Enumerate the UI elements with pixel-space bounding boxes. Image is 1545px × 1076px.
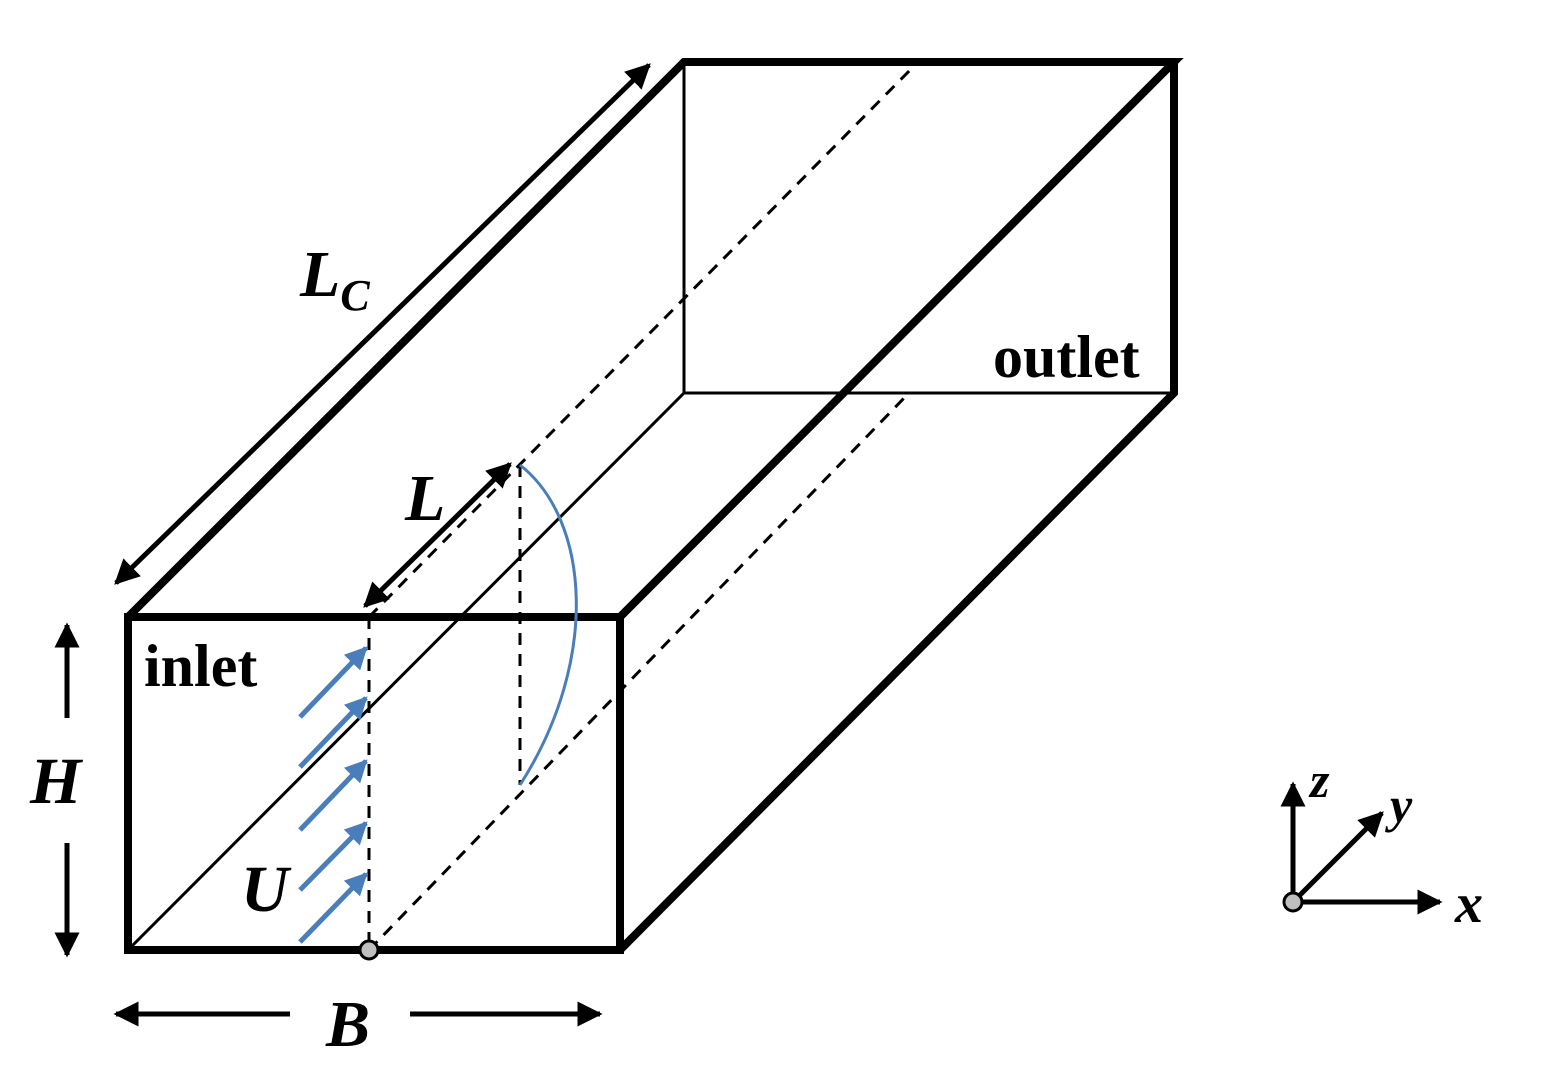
axes-origin-marker [1282, 891, 1304, 913]
inlet-label: inlet [144, 633, 257, 699]
coordinate-axes [1280, 781, 1443, 915]
box-thin-edges [126, 62, 1174, 952]
u-label: U [241, 853, 292, 926]
l-label: L [404, 462, 445, 535]
inflow-arrow [298, 646, 368, 719]
axis-z-label: z [1308, 752, 1330, 808]
l-dimension-arrow [363, 462, 512, 608]
b-label: B [325, 988, 370, 1061]
inflow-arrow [298, 821, 368, 892]
lc-dimension-arrow [114, 63, 651, 585]
right-face-edges [617, 62, 1178, 953]
box-thick-edges [124, 58, 1184, 954]
dashed-bottom-centerline [367, 391, 911, 952]
lc-subscript: C [340, 271, 370, 320]
inflow-arrow [298, 872, 368, 944]
velocity-profile-curve [518, 463, 578, 786]
axis-y-label: y [1385, 777, 1413, 833]
dashed-top-centerline [367, 58, 922, 619]
y-axis-arrow [1291, 811, 1384, 904]
dimension-arrows [54, 63, 651, 1027]
lc-label: LC [299, 238, 370, 320]
outlet-label: outlet [993, 324, 1140, 390]
inlet-origin-marker [358, 939, 380, 961]
inflow-arrows [298, 646, 368, 944]
dashed-centerlines [367, 58, 922, 952]
inflow-arrow [298, 696, 368, 769]
inflow-arrow [298, 759, 368, 832]
axis-x-label: x [1454, 873, 1483, 935]
h-label: H [29, 745, 84, 818]
